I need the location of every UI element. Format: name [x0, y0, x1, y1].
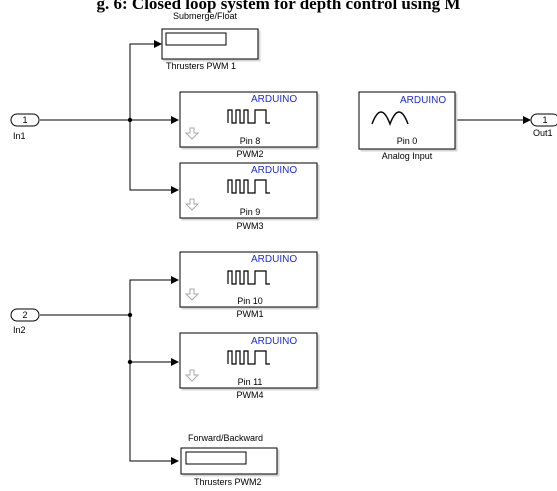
pwm3-name: PWM3 — [236, 221, 264, 231]
display-field — [165, 32, 227, 46]
inport-in2[interactable]: 2 — [10, 308, 40, 322]
thrusters-pwm2-block[interactable] — [180, 447, 278, 475]
branch-dot-in1 — [127, 117, 133, 123]
pwm2-block[interactable] — [179, 91, 318, 148]
thrusters-pwm1-top-label: Submerge/Float — [173, 11, 238, 21]
download-arrow-icon — [184, 288, 200, 301]
wire-in1-thrusters-pwm1 — [129, 40, 162, 120]
analog-input-brand: ARDUINO — [400, 95, 447, 106]
download-arrow-icon — [184, 369, 200, 382]
thrusters-pwm1-name: Thrusters PWM 1 — [166, 61, 237, 71]
pwm-waveform-icon — [227, 109, 270, 124]
branch-dot-in2 — [127, 312, 133, 318]
pwm1-pin: Pin 10 — [237, 296, 263, 306]
inport-in2-label: In2 — [13, 325, 26, 335]
analog-input-block[interactable] — [358, 91, 456, 150]
inport-in1-label: In1 — [13, 131, 26, 141]
pwm1-name: PWM1 — [236, 309, 264, 319]
pwm-waveform-icon — [227, 179, 270, 194]
wire-in2-pwm1 — [129, 276, 179, 315]
inport-in2-number: 2 — [22, 310, 27, 320]
pwm4-block[interactable] — [179, 332, 318, 389]
wire-in1-pwm3 — [129, 120, 179, 194]
outport-out1-label: Out1 — [533, 128, 553, 138]
wire-in2-thrusters-pwm2 — [129, 362, 179, 465]
pwm3-brand: ARDUINO — [251, 165, 298, 176]
inport-in1-number: 1 — [22, 115, 27, 125]
pwm1-brand: ARDUINO — [251, 254, 298, 265]
pwm4-name: PWM4 — [236, 390, 264, 400]
download-arrow-icon — [184, 127, 200, 140]
pwm-waveform-icon — [227, 350, 270, 365]
outport-out1[interactable]: 1 — [530, 113, 557, 127]
outport-out1-number: 1 — [542, 115, 547, 125]
analog-input-pin: Pin 0 — [396, 136, 418, 146]
pwm1-block[interactable] — [179, 251, 318, 308]
download-arrow-icon — [184, 198, 200, 211]
pwm2-brand: ARDUINO — [251, 94, 298, 105]
pwm4-brand: ARDUINO — [251, 336, 298, 347]
pwm3-block[interactable] — [179, 162, 318, 219]
sine-wave-icon — [371, 111, 409, 126]
wire-in2-pwm4 — [129, 315, 179, 366]
pwm-waveform-icon — [227, 270, 270, 285]
pwm2-pin: Pin 8 — [239, 136, 261, 146]
display-field — [185, 451, 247, 465]
thrusters-pwm2-name: Thrusters PWM2 — [194, 477, 262, 487]
pwm4-pin: Pin 11 — [237, 377, 263, 387]
pwm2-name: PWM2 — [236, 149, 264, 159]
inport-in1[interactable]: 1 — [10, 113, 40, 127]
analog-input-name: Analog Input — [381, 151, 433, 161]
thrusters-pwm1-block[interactable] — [161, 28, 259, 60]
branch-dot-pwm4 — [127, 359, 133, 365]
thrusters-pwm2-top-label: Forward/Backward — [188, 433, 264, 443]
pwm3-pin: Pin 9 — [239, 207, 261, 217]
signal-lines — [40, 40, 531, 465]
figure-caption-heading: g. 6: Closed loop system for depth contr… — [96, 0, 461, 13]
branch-points — [127, 117, 133, 365]
